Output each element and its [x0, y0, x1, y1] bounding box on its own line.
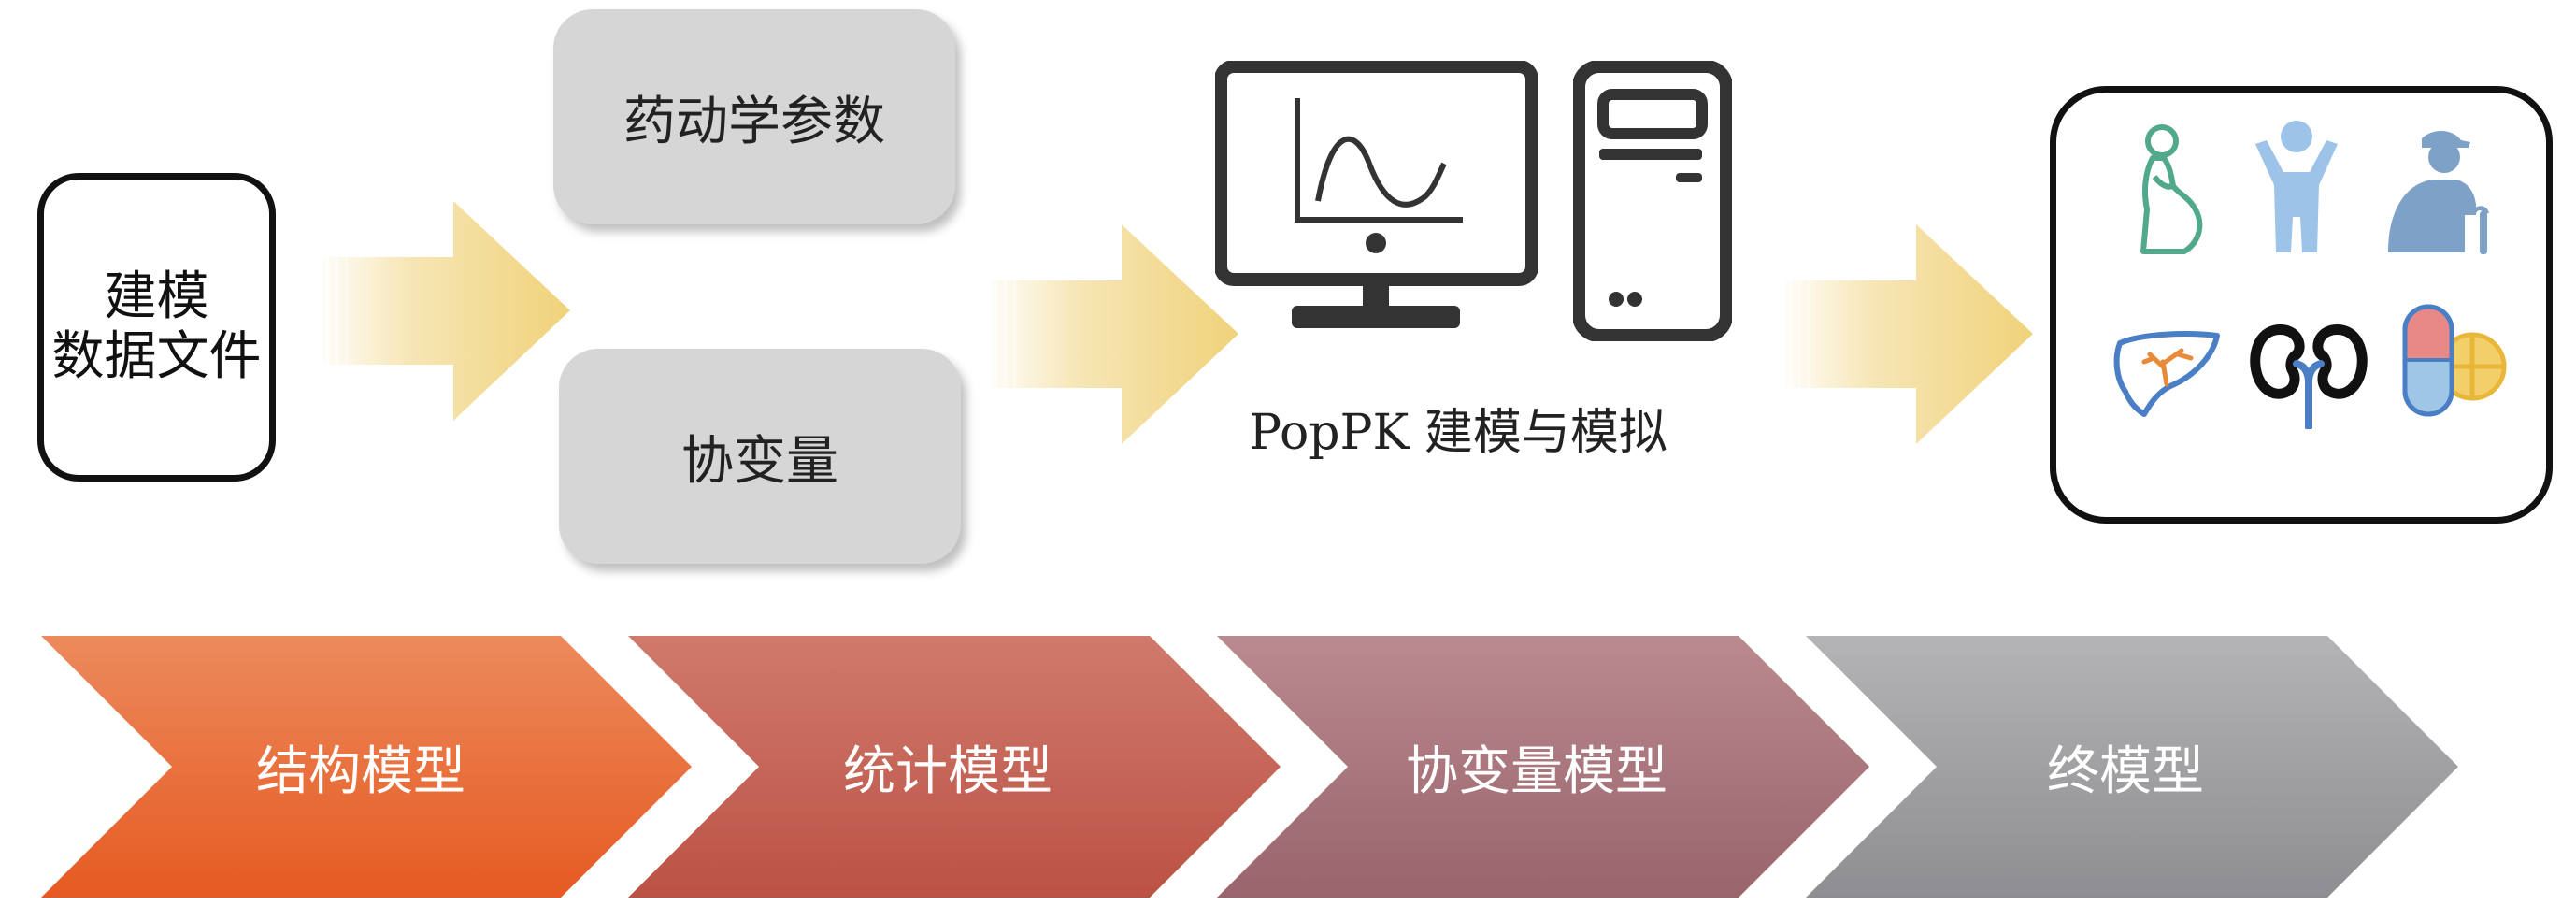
stage-chevron-1 [41, 636, 692, 898]
pk-parameters-label: 药动学参数 [623, 91, 885, 152]
stage-chevron-2 [628, 636, 1281, 898]
modeling-data-file-box: 建模 数据文件 [37, 173, 276, 482]
kidney-icon [2248, 317, 2369, 429]
poppk-caption: PopPK 建模与模拟 [1249, 405, 1667, 461]
covariates-box: 协变量 [559, 349, 961, 564]
stage-chevron-3 [1217, 636, 1869, 898]
pk-parameters-box: 药动学参数 [553, 9, 955, 224]
flow-arrow-2 [991, 224, 1238, 444]
covariates-label: 协变量 [681, 430, 838, 492]
stage-label-3: 协变量模型 [1406, 741, 1667, 802]
data-file-label: 建模 数据文件 [51, 266, 262, 387]
pregnant-woman-icon [2126, 121, 2211, 256]
elderly-person-icon [2379, 125, 2500, 256]
stage-chevrons [0, 617, 2576, 920]
computer-tower-icon [1572, 60, 1733, 345]
stage-label-1: 结构模型 [256, 741, 465, 802]
stage-label-4: 终模型 [2047, 741, 2204, 802]
flow-arrow-1 [322, 201, 570, 421]
liver-icon [2112, 326, 2225, 420]
stage-label-2: 统计模型 [843, 741, 1052, 802]
stage-chevron-4 [1806, 636, 2458, 898]
pill-icon [2397, 303, 2510, 420]
special-populations-frame [2050, 86, 2553, 524]
child-icon [2248, 116, 2346, 256]
monitor-icon [1214, 60, 1538, 338]
flow-arrow-3 [1785, 224, 2033, 444]
